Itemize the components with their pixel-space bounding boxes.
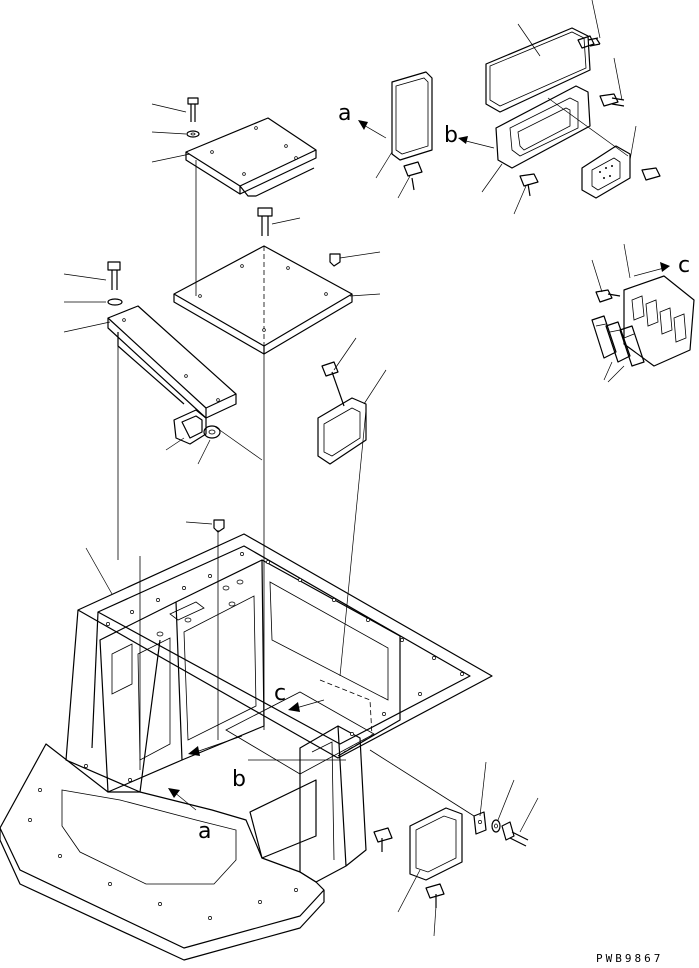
leader-line <box>519 797 539 833</box>
leader-line <box>375 151 393 179</box>
leader-line <box>479 761 487 817</box>
bolt-lower-cover-bottom <box>425 883 445 908</box>
upper-bracket-plate <box>185 117 317 197</box>
switch-bracket <box>173 409 221 445</box>
switch-block <box>591 315 645 367</box>
leader-line <box>513 185 527 215</box>
bolt-cover-b-lower <box>519 173 539 197</box>
view-label-c: c <box>678 253 690 278</box>
leader-line <box>591 259 603 293</box>
leader-line <box>363 369 387 405</box>
view-label-c-frame: c <box>274 681 286 706</box>
lower-washer <box>491 819 501 833</box>
leader-line <box>397 869 421 913</box>
small-grille-panel <box>581 145 631 199</box>
bolt-lower-bracket <box>501 821 529 847</box>
leader-line <box>623 243 631 279</box>
view-label-b: b <box>444 123 458 148</box>
bolt-center <box>321 361 345 407</box>
view-label-b-frame: b <box>232 767 246 792</box>
leader-line <box>197 439 211 465</box>
dashed-outline <box>319 679 373 753</box>
bolt-top-left <box>186 97 200 138</box>
leader-line <box>63 273 107 281</box>
leader-line <box>63 321 111 333</box>
leader-line <box>339 251 381 259</box>
arrow-b-frame <box>195 735 243 753</box>
top-right-cover-plate <box>485 27 591 113</box>
lower-access-cover <box>409 807 463 881</box>
leader-line <box>497 779 515 821</box>
arrow-b-top <box>461 139 495 149</box>
leader-line <box>547 97 629 157</box>
arrow-c-right <box>633 267 665 277</box>
main-frame <box>0 533 493 961</box>
leader-line <box>271 217 301 225</box>
bolt-cover-b-right <box>599 93 625 107</box>
bolt-grille-panel <box>641 167 661 181</box>
arrow-c-frame <box>295 699 325 709</box>
leader-line <box>603 361 613 381</box>
leader-line <box>349 293 381 297</box>
bolt-left-bracket <box>107 261 123 306</box>
view-label-a: a <box>338 101 351 126</box>
top-plate <box>173 245 353 355</box>
leader-line <box>607 365 625 383</box>
leader-line <box>397 175 411 199</box>
leader-line <box>339 409 367 677</box>
leader-line <box>151 103 187 113</box>
nut-center <box>213 519 225 533</box>
bolt-top-right-1 <box>577 35 601 49</box>
leader-line <box>213 425 263 461</box>
arrow-a-top <box>361 123 387 139</box>
leader-line <box>481 163 503 193</box>
switch-panel <box>623 275 695 367</box>
leader-line <box>629 125 637 161</box>
leader-line <box>85 547 113 595</box>
leader-line <box>165 437 185 451</box>
side-bracket <box>107 305 237 419</box>
arrow-a-frame <box>173 791 197 811</box>
bolt-top-plate <box>257 207 273 236</box>
leader-line <box>151 153 191 163</box>
view-label-a-frame: a <box>198 819 211 844</box>
bolt-lower-cover-left <box>373 827 393 852</box>
access-cover-a <box>391 71 433 161</box>
leader-line <box>613 57 623 101</box>
lower-bracket <box>473 811 487 835</box>
bolt-cover-a <box>403 161 423 191</box>
leader-line <box>433 905 437 937</box>
access-cover-b <box>495 85 591 169</box>
leader-line <box>185 521 213 525</box>
assembly-line <box>369 749 475 817</box>
leader-line <box>151 131 187 135</box>
leader-line <box>591 0 601 39</box>
leader-line <box>517 23 541 57</box>
nut-top-plate <box>329 253 341 267</box>
bolt-switch-panel <box>595 289 621 303</box>
drawing-code: PWB9867 <box>596 952 663 965</box>
leader-line <box>333 337 357 371</box>
small-access-cover <box>317 397 367 465</box>
